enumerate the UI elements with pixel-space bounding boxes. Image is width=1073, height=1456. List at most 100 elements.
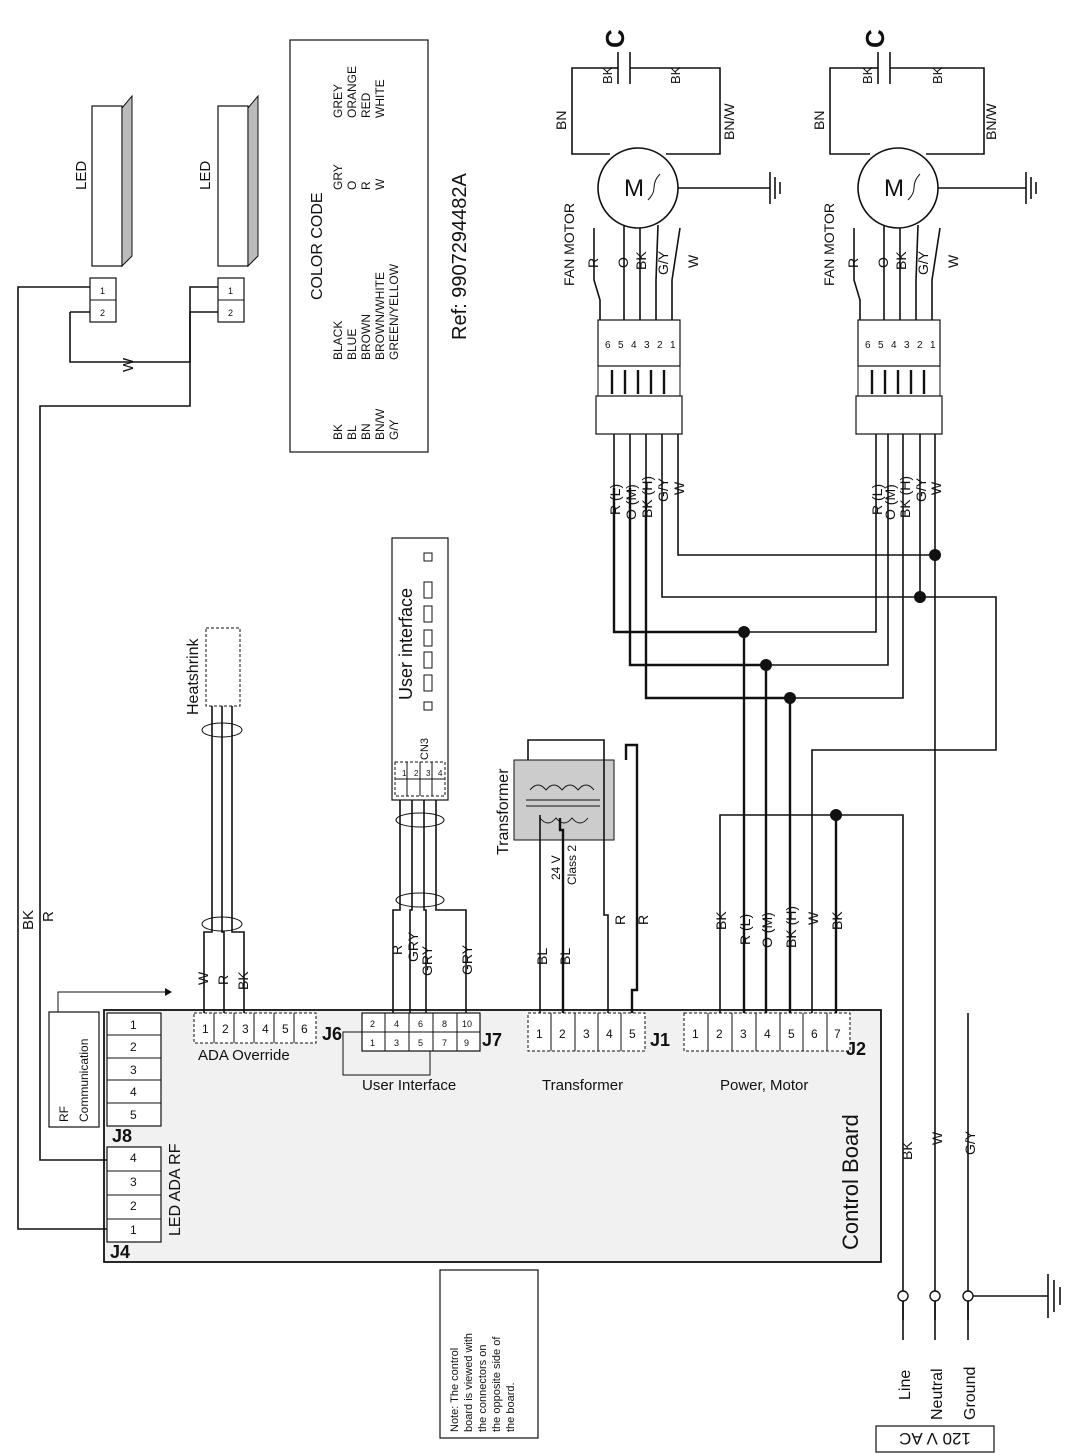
motor1-lead-o: O [615,257,631,268]
wire-label-gry-ui-3: GRY [459,944,475,975]
cc-name-white: WHITE [373,79,387,118]
motor1-pin-1: 1 [670,340,676,351]
j8-pin-2: 2 [130,1040,137,1054]
cc-name-brownwhite: BROWN/WHITE [373,272,387,360]
wire-label-bk-led: BK [20,910,37,930]
cc-code-w: W [373,178,387,190]
transformer-title: Transformer [495,768,512,855]
cn3-pin-4: 4 [438,769,443,778]
cc-code-r: R [359,181,373,190]
motor1-bnw: BN/W [721,103,737,140]
control-board-title: Control Board [838,1114,863,1250]
j8-pin-3: 3 [130,1063,137,1077]
motor2-wire-w: W [928,481,944,495]
note-line-3: the connectors on [477,1345,489,1432]
motor1-lead-w: W [685,254,701,268]
motor2-pin-3: 3 [904,340,910,351]
power-motor-harness: BK R (L) O (M) BK (H) W BK BK W G/Y [612,488,997,1320]
motor2-pin-1: 1 [930,340,936,351]
cn3-pin-1: 1 [402,769,407,778]
cc-name-brown: BROWN [359,314,373,360]
j7-label: J7 [482,1030,502,1050]
user-interface-panel: 1 2 3 4 CN3 User interface [391,537,449,801]
user-interface-harness: R GRY GRY GRY [389,800,475,1013]
wire-label-r-led: R [40,911,57,922]
motor2-wire-om: O (M) [882,484,898,520]
motor1-pin-2: 2 [657,340,663,351]
motor2-bn: BN [811,111,827,130]
note-line-1: Note: The control [449,1348,461,1432]
j1-pin-4: 4 [606,1027,613,1041]
j8-pin-4: 4 [130,1085,137,1099]
j2-pin-2: 2 [716,1027,723,1041]
wire-label-w-j2: W [805,911,821,925]
j6-pin-4: 4 [262,1022,269,1036]
ui-buttons [423,552,433,711]
connector-j6: 1 2 3 4 5 6 J6 ADA Override [193,1012,342,1064]
j2-pin-7: 7 [834,1027,841,1041]
motor2-wire-gy: G/Y [913,477,929,502]
cc-name-red: RED [359,92,373,118]
motor2-pin-2: 2 [917,340,923,351]
note-line-4: the opposite side of [491,1336,503,1432]
j2-label: J2 [846,1039,866,1059]
cc-name-orange: ORANGE [345,66,359,118]
j8-pin-5: 5 [130,1108,137,1122]
cn3-pin-3: 3 [426,769,431,778]
motor2-wire-rl: R (L) [869,484,885,515]
j1-label: J1 [650,1030,670,1050]
cc-name-black: BLACK [331,321,345,360]
connector-j8: 1 2 3 4 5 J8 [106,1012,162,1146]
color-code-legend: COLOR CODE BK BL BN BN/W G/Y BLACK BLUE … [289,39,429,453]
transformer-class: Class 2 [565,845,579,885]
transformer: Transformer 24 V Class 2 BL BL R R [495,739,651,1013]
wire-label-om-j2: O (M) [759,912,775,948]
j1-title: Transformer [542,1077,623,1094]
ada-override-harness: Heatshrink W R BK [185,627,251,1013]
power-supply-terminals: Line Neutral Ground 120 V AC [875,1274,1061,1453]
motor2-lead-o: O [875,257,891,268]
motor2-bnw: BN/W [983,103,999,140]
note-line-5: the board. [505,1382,517,1432]
motor1-wire-om: O (M) [623,484,639,520]
motor1-pin-3: 3 [644,340,650,351]
j6-pin-1: 1 [202,1022,209,1036]
motor1-wire-rl: R (L) [607,484,623,515]
j6-pin-3: 3 [242,1022,249,1036]
j4-label: J4 [110,1242,130,1262]
j1-pin-2: 2 [559,1027,566,1041]
motor2-symbol: M [884,175,904,202]
motor1-lead-r: R [585,258,601,268]
j2-pin-1: 1 [692,1027,699,1041]
j7-pin-5: 5 [418,1038,423,1048]
note-line-2: board is viewed with [463,1333,475,1432]
cn3-pin-2: 2 [414,769,419,778]
connector-j4: 1 2 3 4 J4 LED ADA RF [106,1143,184,1262]
supply-neutral-label: Neutral [929,1368,946,1420]
motor2-capacitor-label: C [860,29,890,48]
supply-ground-label: Ground [962,1367,979,1420]
j2-pin-3: 3 [740,1027,747,1041]
wire-label-bkh-j2: BK (H) [783,906,799,948]
wire-label-bk-line: BK [899,1141,915,1160]
j4-pin-2: 2 [130,1199,137,1213]
wire-label-w-led: W [120,357,137,372]
wire-label-r-ui: R [389,945,405,955]
j6-pin-5: 5 [282,1022,289,1036]
wire-label-r-tr-1: R [612,915,628,925]
j4-title: LED ADA RF [167,1143,184,1236]
motor2-lead-w: W [945,254,961,268]
motor2-pin-6: 6 [865,340,871,351]
color-code-title: COLOR CODE [309,192,326,300]
motor2-cap-bk-1: BK [860,66,875,84]
heatshrink-label: Heatshrink [185,638,202,715]
motor1-cap-bk-2: BK [668,66,683,84]
wire-label-gry-ui-2: GRY [419,945,435,976]
led-harness: BK R W [17,286,218,1230]
motor1-pin-6: 6 [605,340,611,351]
cc-name-blue: BLUE [345,329,359,360]
j7-pin-6: 6 [418,1019,423,1029]
j7-pin-10: 10 [462,1019,472,1029]
motor2-pin-5: 5 [878,340,884,351]
motor1-lead-gy: G/Y [655,250,671,275]
